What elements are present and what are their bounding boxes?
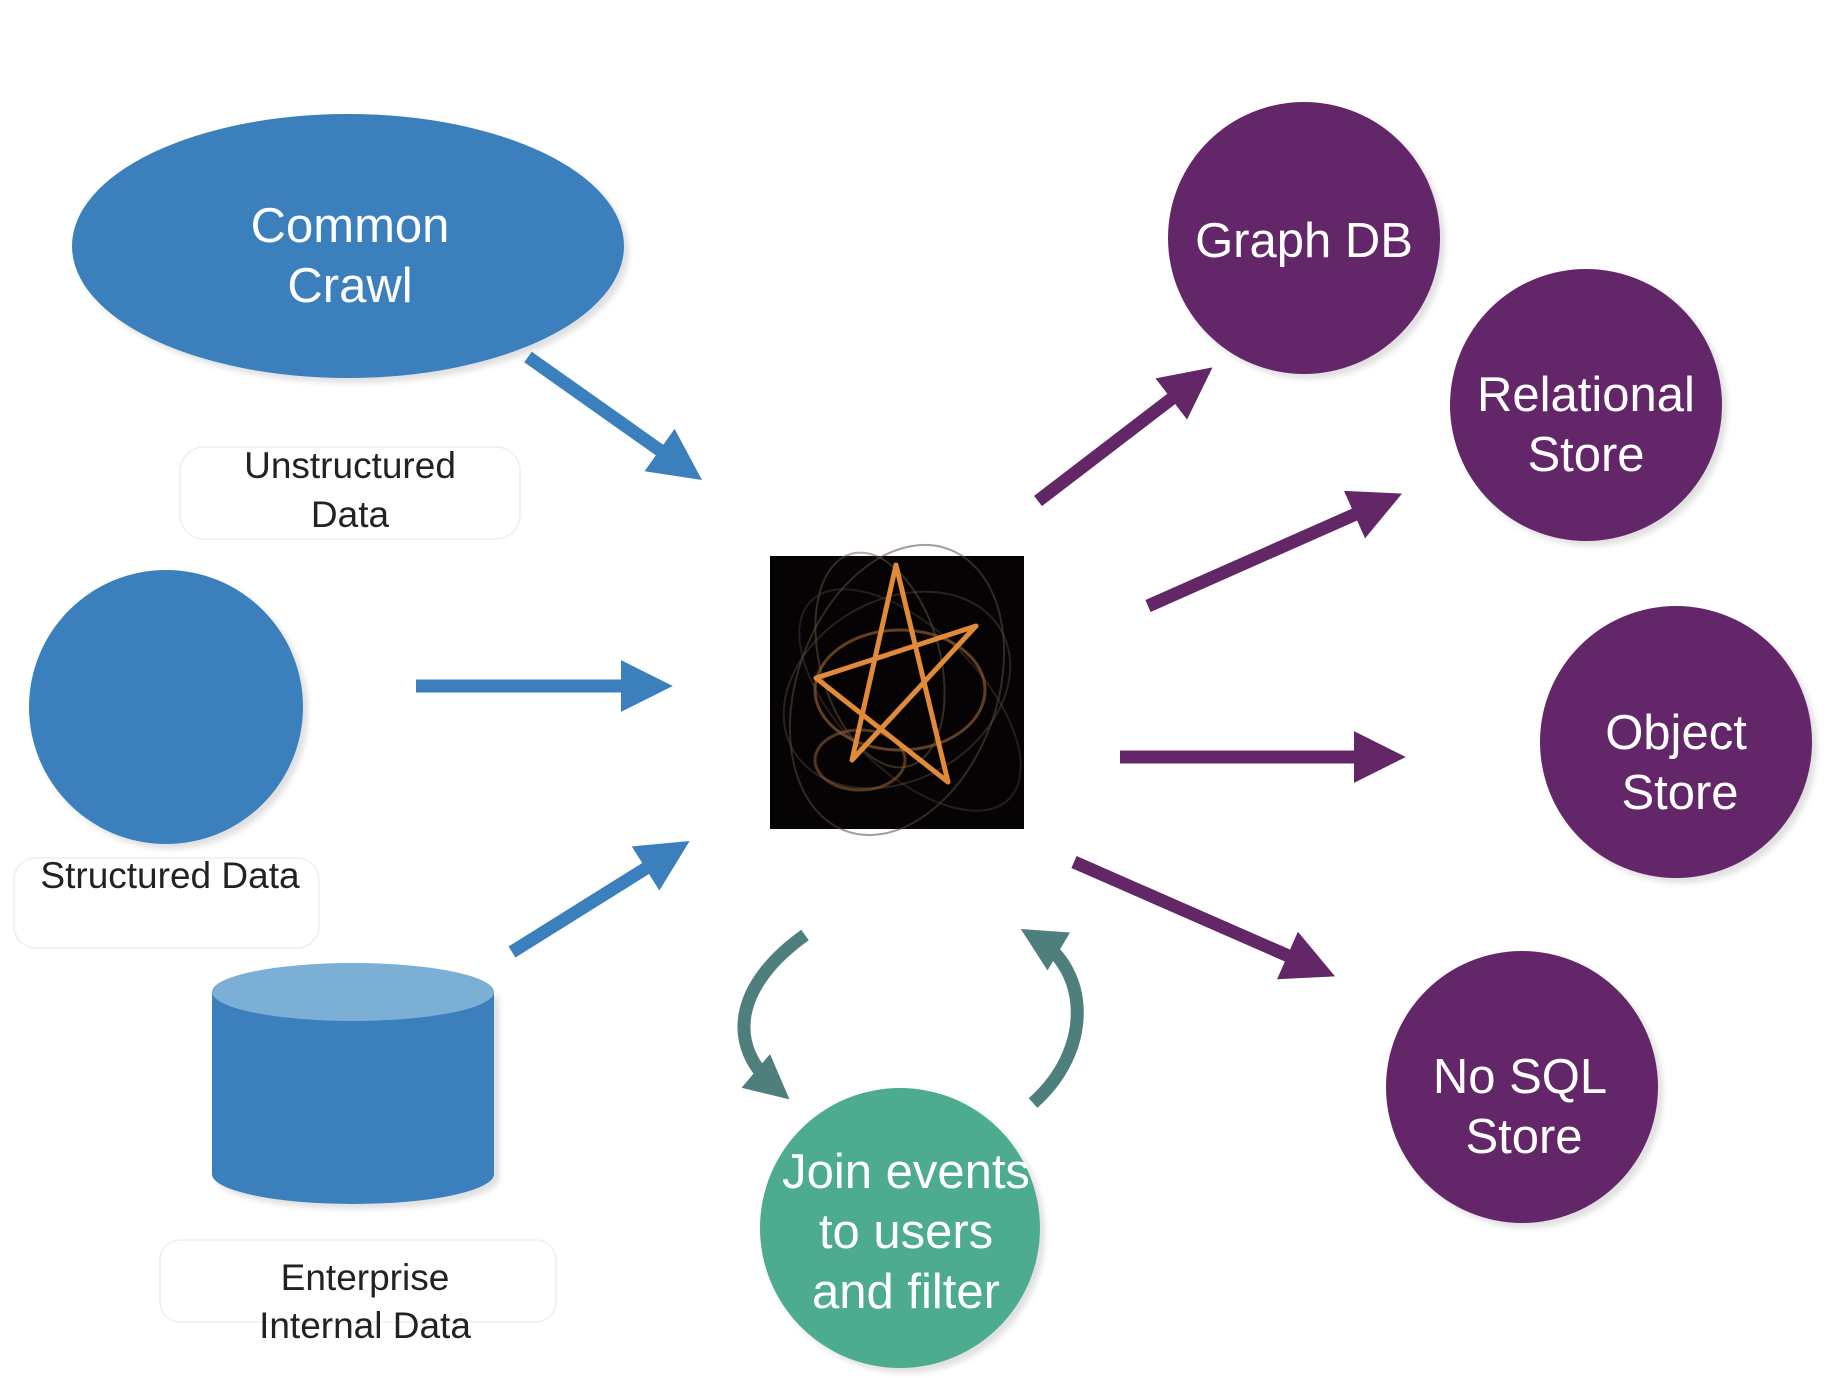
common-crawl-label-line2: Crawl [287, 259, 412, 313]
object-label-line1: Object [1605, 706, 1747, 760]
unstructured-data-caption: Unstructured Data [179, 445, 521, 540]
join-label-line2: to users [819, 1205, 993, 1259]
arrow-join-to-processor [1020, 928, 1084, 1108]
arrow-processor-to-relational [1145, 490, 1403, 612]
enterprise-caption-line2: Internal Data [259, 1305, 471, 1346]
common-crawl-node: Common Crawl [72, 114, 624, 378]
object-store-node: Object Store [1540, 606, 1812, 878]
enterprise-caption-line1: Enterprise [281, 1257, 450, 1298]
nosql-label-line2: Store [1465, 1110, 1582, 1164]
enterprise-database-cylinder [212, 963, 494, 1204]
join-label-line1: Join events [782, 1145, 1030, 1199]
graph-db-node: Graph DB [1168, 102, 1440, 374]
nosql-label-line1: No SQL [1433, 1050, 1607, 1104]
unstructured-caption-line2: Data [311, 494, 390, 535]
relational-store-node: Relational Store [1450, 269, 1722, 541]
nosql-store-node: No SQL Store [1386, 951, 1658, 1223]
arrow-enterprise-to-processor [508, 840, 690, 958]
arrow-processor-to-nosql [1071, 856, 1336, 980]
arrow-crawl-to-processor [524, 351, 702, 481]
relational-label-line2: Store [1527, 428, 1644, 482]
common-crawl-label-line1: Common [251, 199, 450, 253]
graph-db-label: Graph DB [1195, 214, 1413, 268]
unstructured-caption-line1: Unstructured [244, 445, 456, 486]
pentagram-star-icon [782, 543, 1022, 837]
processing-engine-logo [770, 543, 1024, 837]
enterprise-internal-data-caption: Enterprise Internal Data [159, 1239, 557, 1346]
structured-data-node [29, 570, 303, 844]
join-events-node: Join events to users and filter [760, 1088, 1040, 1368]
relational-label-line1: Relational [1477, 368, 1695, 422]
object-label-line2: Store [1621, 766, 1738, 820]
structured-caption: Structured Data [40, 855, 300, 896]
arrow-processor-to-graph-db [1034, 367, 1213, 507]
join-label-line3: and filter [812, 1265, 1000, 1319]
arrow-processor-to-join [737, 929, 809, 1100]
structured-data-caption: Structured Data [13, 855, 320, 949]
